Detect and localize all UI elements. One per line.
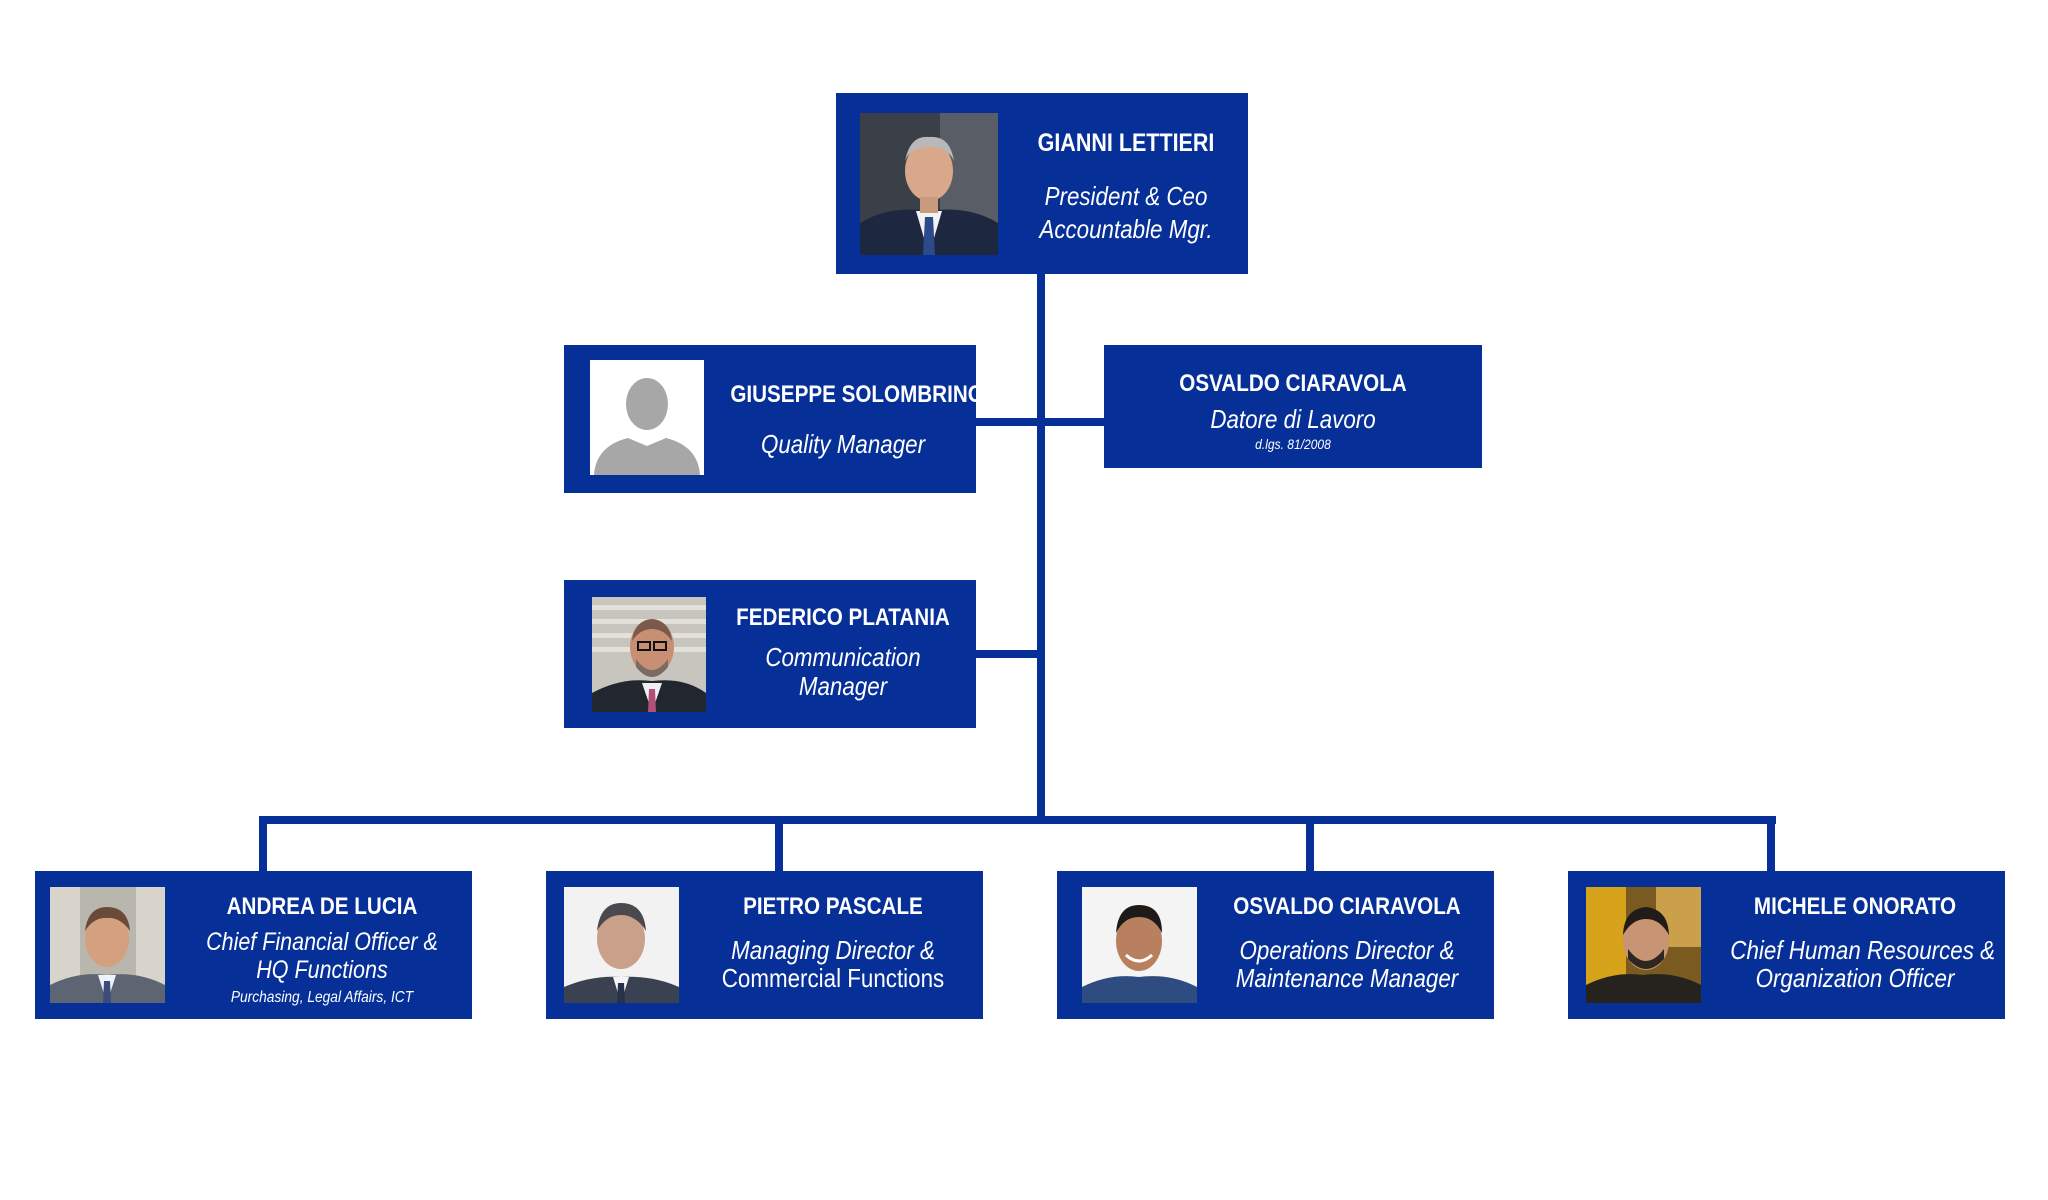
director-2-photo — [564, 887, 679, 1003]
director-1-text: ANDREA DE LUCIA Chief Financial Officer … — [177, 871, 467, 1019]
director-4-photo — [1586, 887, 1701, 1003]
director-box-2: PIETRO PASCALE Managing Director & Comme… — [546, 871, 983, 1019]
connector-director-4 — [1767, 816, 1775, 872]
connector-directors-bar — [259, 816, 1776, 824]
communication-manager-text: FEDERICO PLATANIA Communication Manager — [712, 580, 974, 728]
employer-name: OSVALDO CIARAVOLA — [1179, 370, 1407, 397]
communication-manager-name: FEDERICO PLATANIA — [736, 604, 950, 631]
quality-manager-box: GIUSEPPE SOLOMBRINO Quality Manager — [564, 345, 984, 493]
ceo-box: GIANNI LETTIERI President & Ceo Accounta… — [836, 93, 1248, 274]
ceo-text: GIANNI LETTIERI President & Ceo Accounta… — [1006, 93, 1246, 274]
director-4-name: MICHELE ONORATO — [1753, 893, 1957, 920]
connector-employer — [1041, 418, 1105, 426]
director-4-role-line2: Organization Officer — [1755, 963, 1955, 993]
director-box-1: ANDREA DE LUCIA Chief Financial Officer … — [35, 871, 472, 1019]
director-1-role-line2: HQ Functions — [256, 956, 388, 984]
director-3-role-line2: Maintenance Manager — [1235, 963, 1459, 993]
communication-manager-photo — [592, 597, 706, 712]
quality-manager-role: Quality Manager — [760, 429, 926, 459]
director-1-photo — [50, 887, 165, 1003]
director-2-name: PIETRO PASCALE — [743, 893, 923, 920]
director-2-role-line1: Managing Director & — [731, 935, 935, 965]
employer-box: OSVALDO CIARAVOLA Datore di Lavoro d.lgs… — [1104, 345, 1482, 468]
communication-manager-box: FEDERICO PLATANIA Communication Manager — [564, 580, 976, 728]
employer-text: OSVALDO CIARAVOLA Datore di Lavoro d.lgs… — [1104, 345, 1482, 468]
employer-note: d.lgs. 81/2008 — [1255, 436, 1331, 452]
director-4-role-line1: Chief Human Resources & — [1730, 935, 1996, 965]
placeholder-avatar-icon — [590, 360, 704, 475]
director-2-role-line2: Commercial Functions — [721, 963, 945, 993]
employer-role: Datore di Lavoro — [1210, 404, 1376, 434]
connector-trunk — [1037, 272, 1045, 822]
director-1-role-line1: Chief Financial Officer & — [206, 928, 438, 956]
ceo-photo — [860, 113, 998, 255]
communication-manager-role-line1: Communication — [765, 642, 921, 672]
quality-manager-name: GIUSEPPE SOLOMBRINO — [730, 381, 984, 408]
director-1-note: Purchasing, Legal Affairs, ICT — [230, 989, 414, 1006]
quality-manager-photo — [590, 360, 704, 475]
communication-manager-role-line2: Manager — [798, 671, 888, 701]
ceo-name: GIANNI LETTIERI — [1037, 129, 1215, 157]
director-3-text: OSVALDO CIARAVOLA Operations Director & … — [1202, 871, 1492, 1019]
connector-director-1 — [259, 816, 267, 872]
director-4-text: MICHELE ONORATO Chief Human Resources & … — [1710, 871, 2000, 1019]
connector-director-2 — [775, 816, 783, 872]
director-1-name: ANDREA DE LUCIA — [226, 893, 418, 920]
director-3-photo — [1082, 887, 1197, 1003]
quality-manager-text: GIUSEPPE SOLOMBRINO Quality Manager — [712, 345, 984, 493]
director-3-name: OSVALDO CIARAVOLA — [1233, 893, 1461, 920]
director-box-3: OSVALDO CIARAVOLA Operations Director & … — [1057, 871, 1494, 1019]
director-2-text: PIETRO PASCALE Managing Director & Comme… — [688, 871, 978, 1019]
connector-communication — [975, 650, 1041, 658]
ceo-role-line2: Accountable Mgr. — [1039, 214, 1213, 244]
connector-quality — [975, 418, 1041, 426]
director-box-4: MICHELE ONORATO Chief Human Resources & … — [1568, 871, 2005, 1019]
connector-director-3 — [1306, 816, 1314, 872]
director-3-role-line1: Operations Director & — [1239, 935, 1455, 965]
ceo-role-line1: President & Ceo — [1044, 181, 1208, 211]
